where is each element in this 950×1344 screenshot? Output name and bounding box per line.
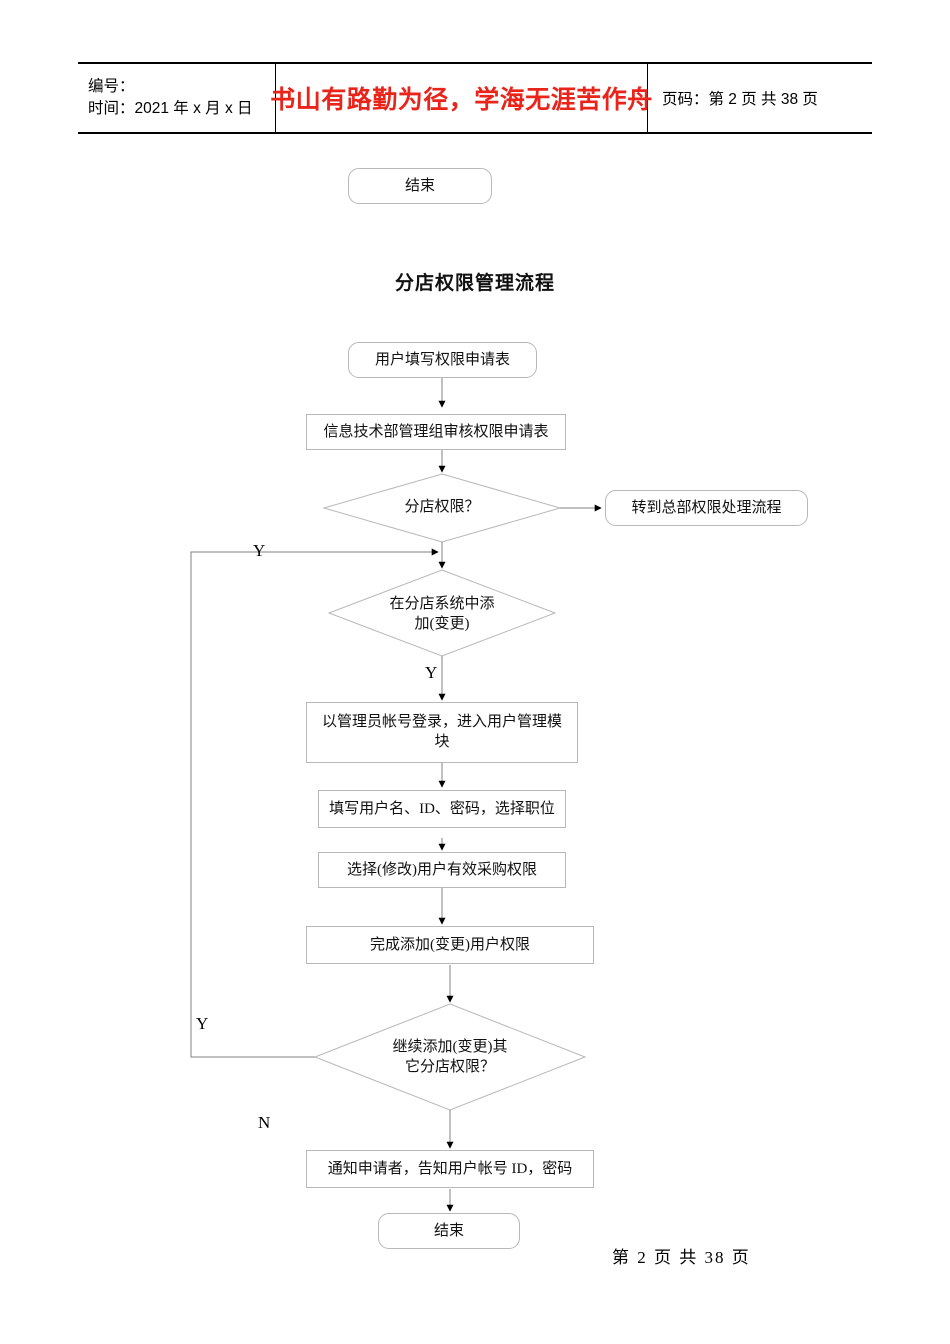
node-orphan-end: 结束 (348, 168, 492, 204)
node-fill-user-info: 填写用户名、ID、密码，选择职位 (318, 790, 566, 828)
diamond-add-in-branch-system-label: 在分店系统中添 加(变更) (389, 596, 495, 632)
header-date-label: 时间：2021 年 x 月 x 日 (88, 100, 253, 117)
node-end-terminator-label: 结束 (433, 1222, 464, 1239)
node-select-purchase-rights: 选择(修改)用户有效采购权限 (318, 852, 566, 888)
node-fill-user-info-label: 填写用户名、ID、密码，选择职位 (329, 800, 555, 817)
node-orphan-end-label: 结束 (404, 177, 435, 194)
diamond-continue-other-branch-label: 继续添加(变更)其 它分店权限？ (392, 1039, 508, 1075)
node-it-dept-reviews-label: 信息技术部管理组审核权限申请表 (323, 423, 549, 440)
node-user-fills-application-label: 用户填写权限申请表 (374, 351, 510, 368)
flowchart-title: 分店权限管理流程 (394, 273, 555, 294)
header-motto-text: 书山有路勤为径，学海无涯苦作舟 (270, 87, 653, 114)
node-goto-hq-process: 转到总部权限处理流程 (605, 490, 808, 526)
node-complete-user-rights-label: 完成添加(变更)用户权限 (370, 936, 530, 953)
branch-label-n-bottom: N (258, 1113, 271, 1132)
diamond-branch-permission-label: 分店权限？ (404, 499, 480, 515)
document-header-table: 编号： 时间：2021 年 x 月 x 日 书山有路勤为径，学海无涯苦作舟 页码… (78, 62, 872, 134)
node-it-dept-reviews: 信息技术部管理组审核权限申请表 (306, 414, 566, 450)
node-complete-user-rights: 完成添加(变更)用户权限 (306, 926, 594, 964)
header-code-label: 编号： (88, 78, 135, 95)
node-goto-hq-process-label: 转到总部权限处理流程 (631, 499, 782, 516)
header-code-cell: 编号： 时间：2021 年 x 月 x 日 (78, 64, 276, 132)
header-page-cell: 页码：第 2 页 共 38 页 (648, 64, 872, 132)
branch-label-y-bottom: Y (196, 1014, 209, 1033)
node-admin-login-label: 以管理员帐号登录，进入用户管理模 块 (321, 714, 562, 751)
node-notify-applicant-label: 通知申请者，告知用户帐号 ID，密码 (327, 1160, 573, 1177)
node-end-terminator: 结束 (378, 1213, 520, 1249)
node-admin-login: 以管理员帐号登录，进入用户管理模 块 (306, 702, 578, 763)
branch-label-y-middle: Y (425, 663, 438, 682)
header-page-label: 页码：第 2 页 共 38 页 (662, 91, 818, 108)
node-notify-applicant: 通知申请者，告知用户帐号 ID，密码 (306, 1150, 594, 1188)
page-footer: 第 2 页 共 38 页 (612, 1248, 751, 1267)
header-motto-cell: 书山有路勤为径，学海无涯苦作舟 (270, 64, 652, 132)
branch-label-y-top: Y (253, 541, 266, 560)
node-user-fills-application: 用户填写权限申请表 (348, 342, 537, 378)
node-select-purchase-rights-label: 选择(修改)用户有效采购权限 (347, 861, 537, 878)
